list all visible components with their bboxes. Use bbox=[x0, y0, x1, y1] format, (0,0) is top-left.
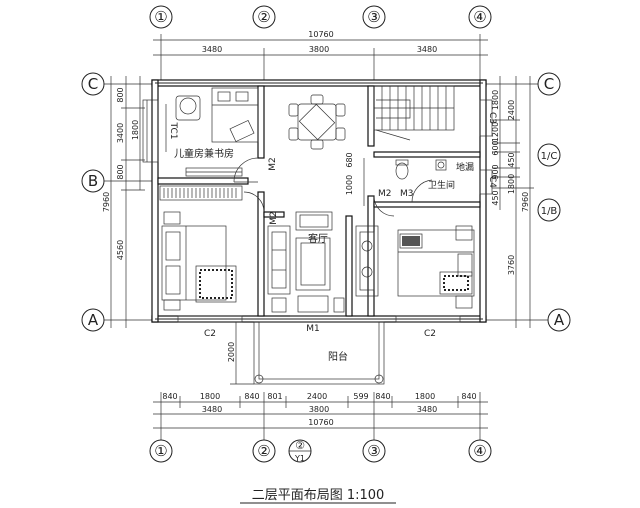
interior-walls bbox=[157, 85, 481, 317]
grid-right-c: C bbox=[544, 75, 554, 93]
grid-bottom-2: ② bbox=[257, 442, 270, 460]
window-tc1-label: TC1 bbox=[168, 122, 178, 140]
living-room-label: 客厅 bbox=[308, 232, 328, 245]
bottom-grid-bubbles: ① ② ② Y1 ③ ④ bbox=[149, 439, 492, 463]
grid-bottom-2-sub: ② bbox=[295, 439, 305, 452]
door-m1-label: M1 bbox=[306, 324, 320, 334]
bathroom-label: 卫生间 bbox=[428, 179, 455, 191]
top-grid-bubbles: ① ② ③ ④ bbox=[149, 5, 492, 29]
dim-right-detail-4: 450 bbox=[507, 152, 516, 167]
dining-area: 1000 680 bbox=[288, 94, 365, 206]
dim-balcony-depth: 2000 bbox=[227, 342, 236, 362]
left-dimensions: 7960 800 3400 800 4560 1800 bbox=[102, 76, 145, 328]
dim-left-part-4: 4560 bbox=[116, 240, 125, 260]
dim-top-total: 10760 bbox=[308, 30, 333, 39]
dim-bottom-detail-6: 599 bbox=[353, 392, 368, 401]
right-dimensions: 1800 1200 600 450 900 450 1800 2400 3760… bbox=[491, 76, 534, 328]
grid-top-4: ④ bbox=[473, 8, 486, 26]
dim-bottom-detail-5: 2400 bbox=[307, 392, 327, 401]
grid-top-2: ② bbox=[257, 8, 270, 26]
dim-bottom-detail-8: 1800 bbox=[415, 392, 435, 401]
dim-bottom-detail-1: 840 bbox=[162, 392, 177, 401]
balcony: 阳台 2000 bbox=[227, 321, 385, 385]
exterior-walls bbox=[151, 79, 487, 323]
grid-right-a: A bbox=[554, 311, 565, 329]
dim-bottom-detail-4: 801 bbox=[267, 392, 282, 401]
living-room: 客厅 M1 bbox=[267, 211, 346, 334]
grid-top-3: ③ bbox=[367, 8, 380, 26]
dim-bottom-total: 10760 bbox=[308, 418, 333, 427]
dim-right-detail-2: 1200 bbox=[491, 122, 500, 142]
dim-bottom-detail-2: 1800 bbox=[200, 392, 220, 401]
left-bedroom: C2 M2 bbox=[159, 185, 279, 339]
bottom-dimensions: 840 1800 840 801 2400 599 840 1800 840 3… bbox=[153, 392, 488, 440]
kids-room: TC1 儿童房兼书房 M2 bbox=[142, 87, 278, 183]
grid-right-1c: 1/C bbox=[541, 151, 558, 162]
drawing-caption: 二层平面布局图 1:100 bbox=[252, 488, 385, 503]
dim-right-detail-5: 900 bbox=[491, 164, 500, 179]
dim-top-part-2: 3800 bbox=[309, 45, 329, 54]
grid-left-b: B bbox=[88, 172, 98, 190]
dim-right-total: 7960 bbox=[521, 192, 530, 212]
left-grid-bubbles: C B A bbox=[81, 72, 160, 332]
dim-right-detail-3: 600 bbox=[491, 140, 500, 155]
door-m2-top-label: M2 bbox=[268, 157, 278, 171]
window-c4-label: C4 bbox=[487, 176, 497, 188]
dim-left-part-3: 800 bbox=[116, 164, 125, 179]
dim-right-part-2: 3760 bbox=[507, 255, 516, 275]
dim-right-detail-1: 1800 bbox=[491, 90, 500, 110]
door-m2-left-label: M2 bbox=[269, 211, 279, 225]
dim-bottom-detail-3: 840 bbox=[244, 392, 259, 401]
dim-right-detail-7: 1800 bbox=[507, 174, 516, 194]
grid-top-1: ① bbox=[154, 8, 167, 26]
right-bedroom: C2 M2 bbox=[355, 189, 475, 339]
stairs: C3 bbox=[373, 85, 497, 141]
grid-bottom-3: ③ bbox=[367, 442, 380, 460]
grid-right-1b: 1/B bbox=[541, 206, 558, 217]
bathroom: 地漏 卫生间 C4 M3 bbox=[395, 159, 497, 203]
dim-left-part-2: 3400 bbox=[116, 123, 125, 143]
grid-bottom-1: ① bbox=[154, 442, 167, 460]
grid-left-c: C bbox=[88, 75, 98, 93]
dim-bottom-part-2: 3800 bbox=[309, 405, 329, 414]
dim-left-mid: 1800 bbox=[131, 120, 140, 140]
dim-left-total: 7960 bbox=[102, 192, 111, 212]
floor-drain-label: 地漏 bbox=[456, 161, 474, 173]
window-c2-right-label: C2 bbox=[424, 329, 436, 339]
dim-mid-680: 680 bbox=[345, 152, 354, 167]
dim-top-part-3: 3480 bbox=[417, 45, 437, 54]
door-m3-label: M3 bbox=[400, 189, 414, 199]
dim-right-detail-6: 450 bbox=[491, 190, 500, 205]
dim-left-part-1: 800 bbox=[116, 87, 125, 102]
dim-bottom-part-1: 3480 bbox=[202, 405, 222, 414]
dim-right-part-1: 2400 bbox=[507, 100, 516, 120]
window-c3-label: C3 bbox=[487, 112, 497, 124]
balcony-label: 阳台 bbox=[328, 350, 348, 363]
dim-mid-1000: 1000 bbox=[345, 175, 354, 195]
door-m2-right-label: M2 bbox=[378, 189, 392, 199]
wardrobe-hatch bbox=[163, 188, 237, 198]
dim-bottom-detail-7: 840 bbox=[375, 392, 390, 401]
grid-left-a: A bbox=[88, 311, 99, 329]
right-grid-bubbles: C 1/C 1/B A bbox=[486, 72, 571, 332]
dim-bottom-part-3: 3480 bbox=[417, 405, 437, 414]
dim-bottom-detail-9: 840 bbox=[461, 392, 476, 401]
grid-bottom-y1: Y1 bbox=[294, 454, 305, 463]
grid-bottom-4: ④ bbox=[473, 442, 486, 460]
kids-room-label: 儿童房兼书房 bbox=[174, 147, 234, 160]
dim-top-part-1: 3480 bbox=[202, 45, 222, 54]
top-dimensions: 10760 3480 3800 3480 bbox=[153, 30, 488, 80]
window-c2-left-label: C2 bbox=[204, 329, 216, 339]
